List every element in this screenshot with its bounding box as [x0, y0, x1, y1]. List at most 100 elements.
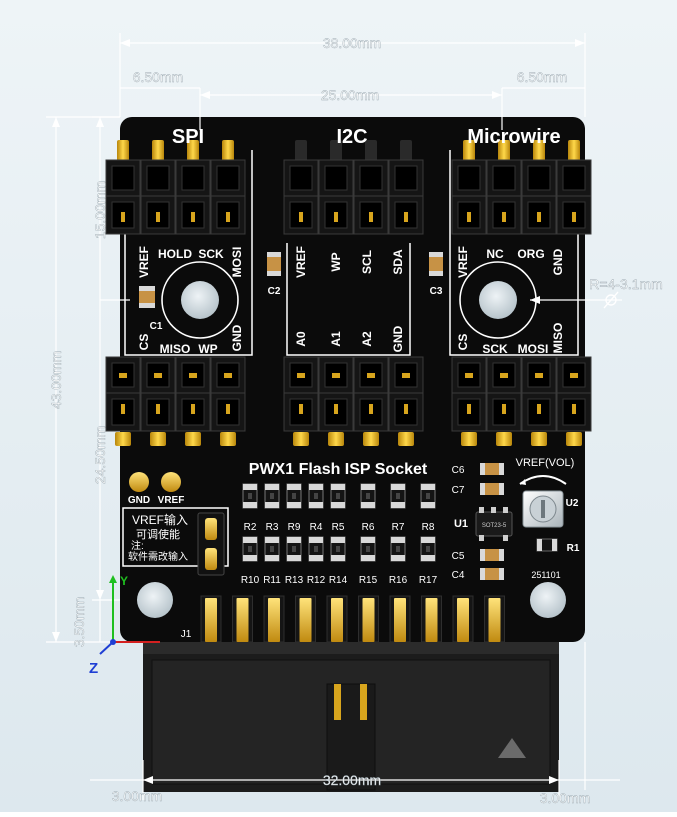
i2c-pin-label: A1: [329, 331, 343, 347]
resistor-r1: R1: [536, 538, 580, 554]
svg-text:SOT23-5: SOT23-5: [482, 523, 507, 529]
note-line-4: 软件需改输入: [128, 550, 188, 563]
header-socket: [556, 140, 592, 235]
header-socket: [388, 356, 424, 446]
header-socket: [353, 356, 389, 446]
diameter-symbol-icon: [603, 291, 619, 309]
header-socket: [451, 140, 487, 235]
capacitor-label: C6: [452, 465, 465, 476]
header-socket: [451, 356, 487, 446]
svg-text:C1: C1: [150, 321, 163, 332]
j1-pin: [484, 595, 505, 643]
potentiometer-u2: VREF(VOL) U2: [516, 457, 579, 528]
header-socket: [486, 356, 522, 446]
vref-jumper: [197, 512, 225, 576]
header-socket: [353, 140, 389, 235]
pad-gnd-label: GND: [128, 495, 150, 506]
header-socket: [210, 140, 246, 235]
capacitor-label: C4: [452, 570, 465, 581]
note-line-1: VREF输入: [132, 512, 188, 527]
resistor: R8: [420, 483, 436, 533]
resistor-label: R13: [285, 575, 304, 586]
i2c-pin-label: SCL: [360, 250, 374, 274]
microwire-pin-label: ORG: [517, 247, 544, 261]
vref-vol-label: VREF(VOL): [516, 457, 575, 469]
header-socket: [318, 140, 354, 235]
spi-pin-label: WP: [198, 342, 217, 356]
spi-pin-label: MISO: [160, 342, 191, 356]
capacitor: C5: [452, 549, 504, 562]
header-socket: [140, 356, 176, 446]
section-title-microwire: Microwire: [467, 126, 560, 148]
resistor-label: R9: [288, 522, 301, 533]
microwire-pin-label: SCK: [482, 342, 508, 356]
microwire-pin-label: MOSI: [518, 342, 549, 356]
header-socket: [140, 140, 176, 235]
capacitor-c1: C1: [139, 286, 163, 332]
header-socket: [210, 356, 246, 446]
i2c-pin-label: SDA: [391, 249, 405, 275]
resistor-label: R6: [362, 522, 375, 533]
regulator-u1: SOT23-5 U1: [454, 507, 513, 541]
resistor: R17: [419, 536, 438, 586]
pad-vref-label: VREF: [158, 495, 185, 506]
microwire-pin-label: MISO: [551, 323, 565, 354]
u1-label: U1: [454, 518, 468, 530]
resistor: R15: [359, 536, 378, 586]
dim-hole-radius: R=4-3.1mm: [589, 276, 663, 292]
header-socket: [175, 140, 211, 235]
resistor: R6: [360, 483, 376, 533]
dim-height-total: 43.00mm: [48, 351, 64, 409]
j1-pins: [200, 595, 505, 643]
i2c-pin-label: A0: [294, 331, 308, 347]
pad-gnd: [129, 472, 149, 492]
note-line-3: 注:: [131, 539, 144, 552]
resistor-label: R16: [389, 575, 408, 586]
capacitor: C7: [452, 483, 504, 496]
axis-y-label: Y: [120, 574, 128, 588]
resistor: R3: [264, 483, 280, 533]
header-socket: [175, 356, 211, 446]
capacitor-label: C7: [452, 485, 465, 496]
j1-pin: [200, 595, 222, 643]
j1-pin: [389, 595, 411, 643]
header-socket: [521, 356, 557, 446]
spi-pin-label: MOSI: [230, 247, 244, 278]
header-socket: [486, 140, 522, 235]
capacitor-c2: C2: [267, 252, 281, 297]
resistor-label: R11: [263, 575, 281, 586]
capacitor-label: C5: [452, 551, 465, 562]
resistor-label: R14: [329, 575, 348, 586]
header-socket: [105, 140, 141, 235]
dim-lower-height: 24.50mm: [92, 426, 108, 484]
dim-left-offset: 3.00mm: [112, 788, 163, 804]
mount-hole-bottom-left: [137, 582, 173, 618]
resistor-label: R8: [422, 522, 435, 533]
header-socket: [283, 140, 319, 235]
resistor-label: R3: [266, 522, 279, 533]
resistor: R14: [329, 536, 348, 586]
resistor: R7: [390, 483, 406, 533]
capacitor: C6: [452, 463, 504, 476]
dim-header-width: 32.00mm: [323, 772, 381, 788]
dimension-arrows: [52, 39, 585, 784]
resistor-label: R15: [359, 575, 378, 586]
vref-note-box: [122, 507, 229, 567]
axis-z-label: Z: [89, 660, 98, 677]
microwire-pin-label: NC: [486, 247, 504, 261]
note-line-2: 可调使能: [136, 527, 180, 541]
silkscreen-frames: [124, 150, 579, 356]
resistor: R10: [241, 536, 260, 586]
bottom-headers: [105, 356, 592, 446]
microwire-pin-label: GND: [551, 248, 565, 275]
j1-connector: J1: [143, 629, 559, 792]
axis-triad-icon: Y Z: [89, 574, 160, 677]
resistor-label: R10: [241, 575, 260, 586]
mount-hole-bottom-right: [530, 582, 566, 618]
capacitor-c3: C3: [429, 252, 443, 297]
i2c-pin-label: GND: [391, 325, 405, 352]
dim-bottom-height: 3.50mm: [71, 597, 87, 648]
u2-label: U2: [566, 498, 579, 509]
section-title-i2c: I2C: [336, 126, 367, 148]
